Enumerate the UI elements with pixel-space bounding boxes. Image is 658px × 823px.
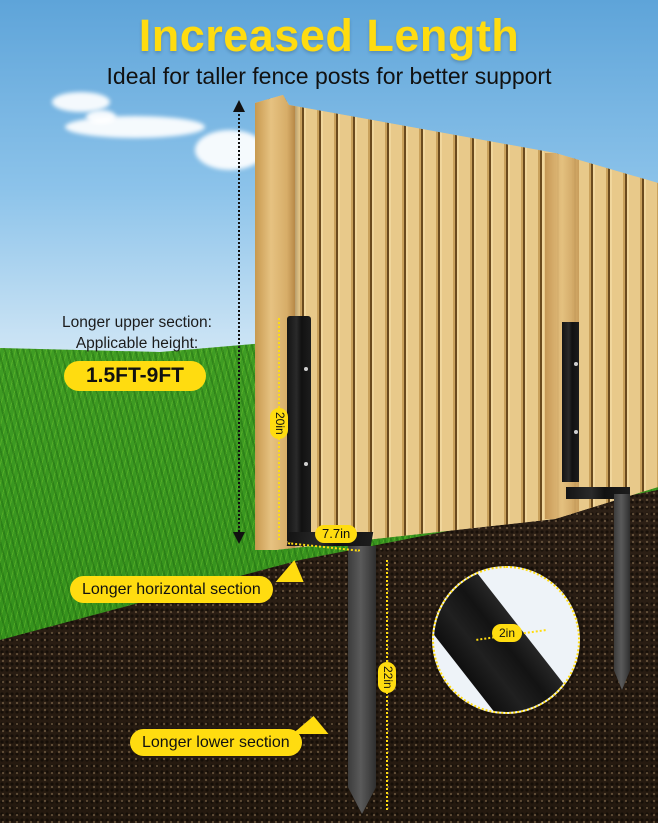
upper-section-heading: Longer upper section:: [62, 314, 212, 331]
arrow-down-icon: [233, 532, 245, 544]
fence-boards: [255, 95, 658, 550]
applicable-height-label: Applicable height:: [75, 335, 199, 352]
width-label: 2in: [492, 624, 523, 642]
cloud: [195, 130, 265, 170]
bracket-right-spike: [614, 494, 630, 690]
height-range-badge: 1.5FT-9FT: [64, 361, 206, 391]
bracket-upper-section: [287, 316, 311, 541]
width-detail-magnifier: 2in: [432, 566, 580, 714]
wooden-fence: [255, 95, 658, 550]
upper-length-label: 20in: [270, 408, 288, 439]
page-subtitle: Ideal for taller fence posts for better …: [106, 63, 552, 89]
bolt: [304, 367, 308, 371]
lower-length-label: 22in: [378, 662, 396, 693]
cloud: [52, 92, 110, 112]
arrow-up-icon: [233, 100, 245, 112]
bolt: [574, 430, 578, 434]
page-title: Increased Length: [138, 10, 520, 61]
horizontal-length-label: 7.7in: [315, 525, 358, 543]
bracket-lower-spike: [348, 546, 376, 814]
height-dimension-line: [238, 110, 240, 540]
bracket-right-upper: [562, 322, 579, 482]
bolt: [574, 362, 578, 366]
lower-section-callout: Longer lower section: [130, 729, 302, 756]
cloud: [86, 110, 116, 124]
bolt: [304, 462, 308, 466]
horizontal-section-callout: Longer horizontal section: [70, 576, 273, 603]
